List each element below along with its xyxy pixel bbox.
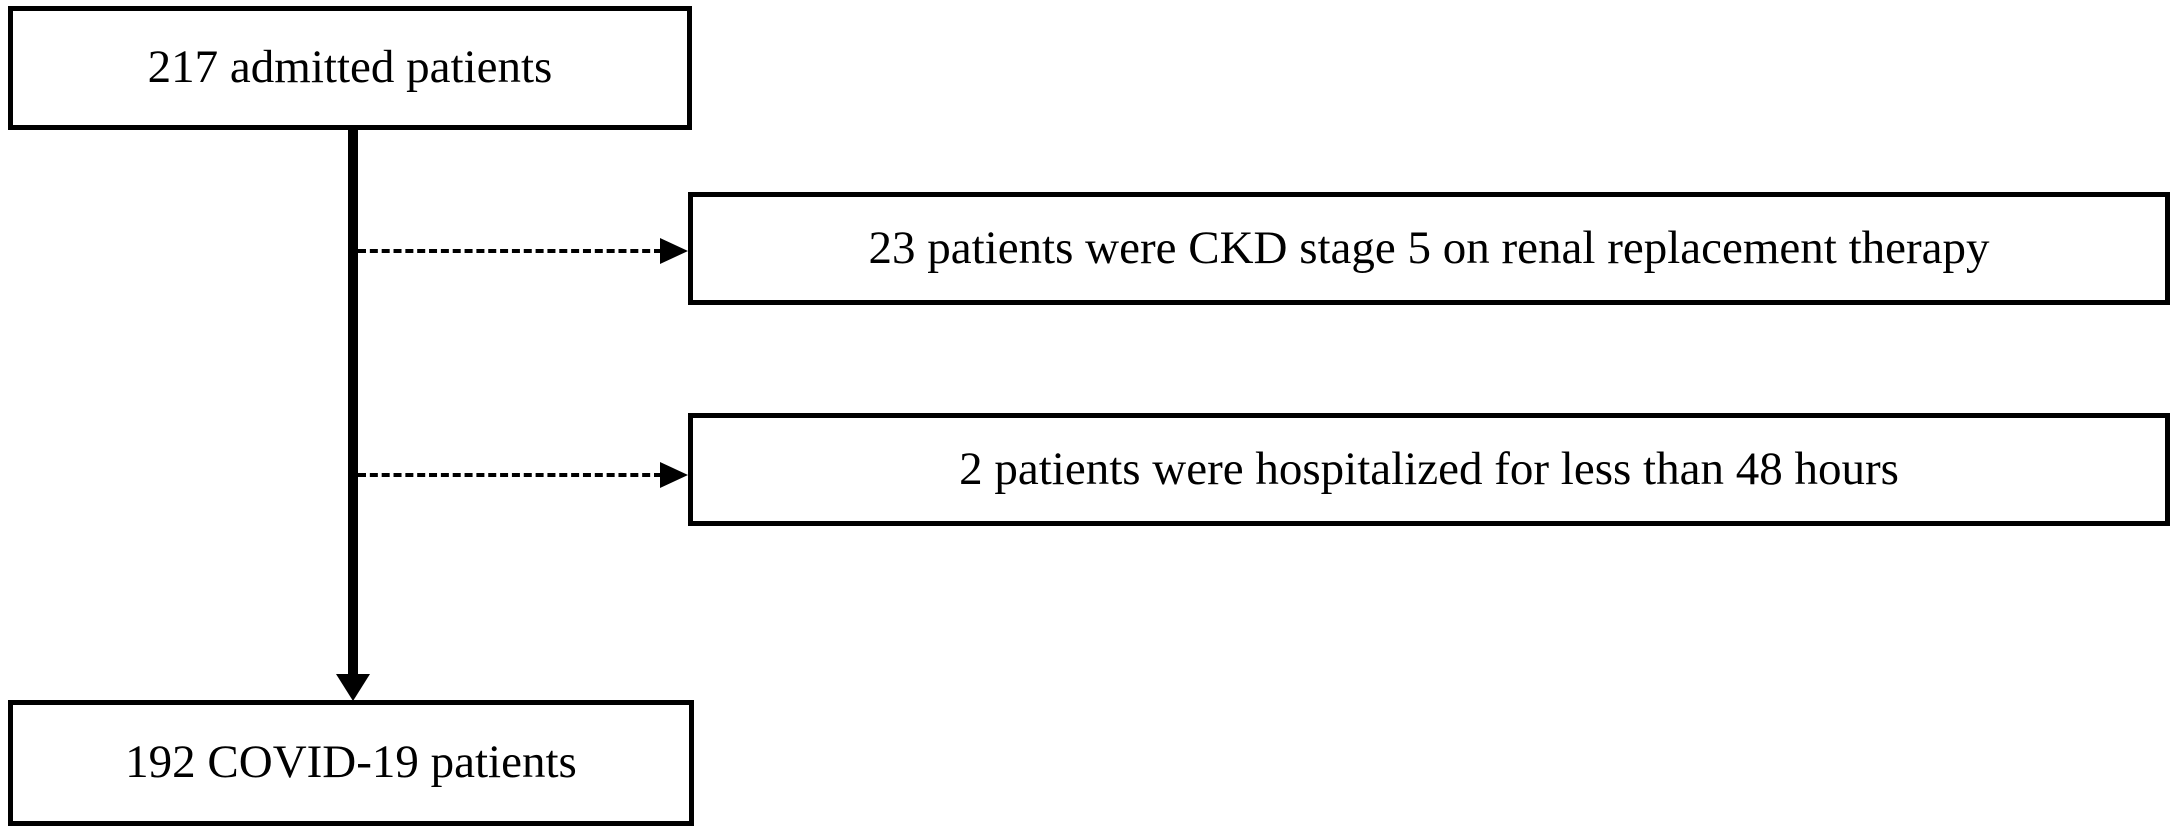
right-arrowhead-icon-short-stay xyxy=(660,462,688,488)
right-arrowhead-icon-ckd xyxy=(660,238,688,264)
node-excluded-ckd-label: 23 patients were CKD stage 5 on renal re… xyxy=(868,221,1990,274)
node-covid-patients-label: 192 COVID-19 patients xyxy=(125,736,577,789)
node-admitted-patients-label: 217 admitted patients xyxy=(147,41,553,94)
node-excluded-short-stay: 2 patients were hospitalized for less th… xyxy=(688,413,2170,526)
dashed-arrow-line-ckd xyxy=(358,249,662,253)
solid-arrow-line xyxy=(348,130,358,676)
node-covid-patients: 192 COVID-19 patients xyxy=(8,700,694,826)
node-excluded-short-stay-label: 2 patients were hospitalized for less th… xyxy=(959,442,1899,495)
node-excluded-ckd: 23 patients were CKD stage 5 on renal re… xyxy=(688,192,2170,305)
dashed-arrow-line-short-stay xyxy=(358,473,662,477)
down-arrowhead-icon xyxy=(336,674,370,701)
node-admitted-patients: 217 admitted patients xyxy=(8,6,692,130)
